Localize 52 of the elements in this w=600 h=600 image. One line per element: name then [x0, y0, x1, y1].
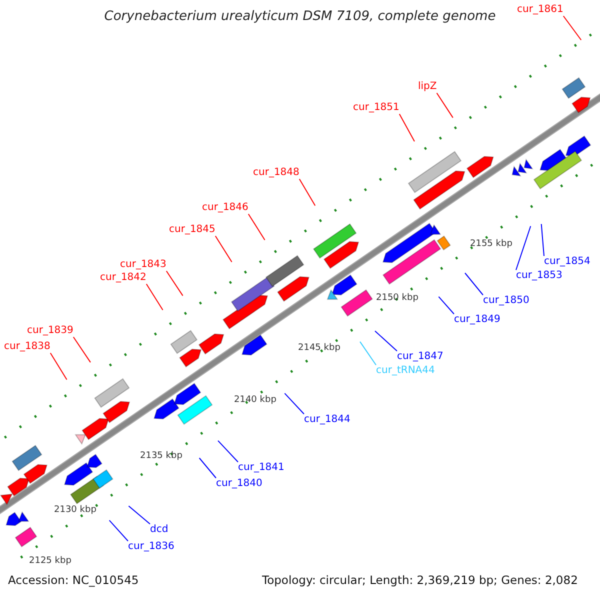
- leader-line: [464, 272, 484, 296]
- gene-label: cur_1839: [27, 326, 74, 336]
- gene-label: cur_1861: [517, 5, 564, 15]
- gene-label: cur_1846: [202, 203, 248, 213]
- gene-label: cur_1844: [304, 415, 350, 425]
- gene-label: cur_1849: [454, 315, 500, 325]
- gene-label: dcd: [150, 525, 168, 535]
- leader-line: [248, 214, 266, 240]
- gene-label: cur_1836: [128, 542, 174, 552]
- position-label: 2135 kbp: [140, 452, 182, 461]
- leader-line: [50, 352, 68, 380]
- leader-line: [214, 236, 232, 262]
- title: Corynebacterium urealyticum DSM 7109, complete genome: [103, 10, 497, 23]
- position-label: 2145 kbp: [298, 344, 340, 353]
- position-label: 2130 kbp: [54, 506, 96, 515]
- gene-label: cur_1847: [397, 352, 444, 362]
- position-label: 2125 kbp: [29, 557, 72, 566]
- leader-line: [284, 392, 304, 414]
- leader-line: [128, 506, 150, 524]
- leader-line: [198, 458, 216, 478]
- position-label: 2140 kbp: [234, 396, 276, 405]
- leader-line: [146, 284, 164, 310]
- gene-label: cur_1854: [544, 257, 590, 267]
- footer-text: Topology: circular; Length: 2,369,219 bp; Genes: 2,082: [262, 575, 578, 586]
- gene-label: cur_1845: [169, 225, 216, 235]
- footer-text: Accession: NC_010545: [8, 575, 139, 586]
- gene-label: cur_1841: [238, 463, 284, 473]
- gene-label: cur_1840: [216, 479, 262, 489]
- gene-label: cur_1842: [100, 273, 146, 283]
- gene-label: cur_1850: [483, 296, 530, 306]
- gene-label: cur_1851: [353, 103, 400, 113]
- leader-line: [540, 224, 544, 256]
- gene-label: cur_1848: [253, 168, 300, 178]
- leader-line: [374, 330, 398, 352]
- gene-label: cur_tRNA44: [376, 366, 435, 376]
- leader-line: [438, 296, 454, 314]
- leader-line: [218, 440, 238, 462]
- gene-label: cur_1843: [120, 260, 166, 270]
- gene-label: lipZ: [418, 82, 437, 92]
- leader-line: [108, 520, 128, 542]
- leader-line: [360, 341, 376, 366]
- gene-label: cur_1838: [4, 342, 50, 352]
- leader-line: [166, 270, 184, 296]
- position-label: 2155 kbp: [470, 240, 512, 249]
- position-label: 2150 kbp: [376, 294, 418, 303]
- leader-line: [436, 92, 454, 118]
- leader-line: [562, 16, 582, 40]
- gene-label: cur_1853: [516, 271, 562, 281]
- leader-line: [298, 178, 316, 206]
- leader-line: [516, 226, 532, 270]
- leader-line: [398, 114, 415, 142]
- leader-line: [72, 336, 91, 363]
